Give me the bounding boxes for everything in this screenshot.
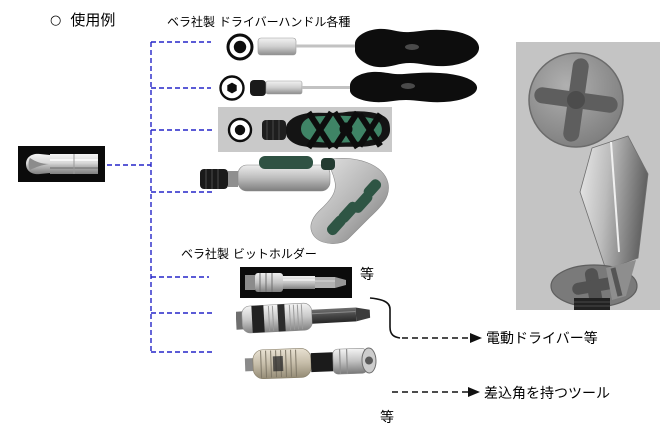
page-title-row: ○ 使用例 — [50, 9, 115, 30]
electric-driver-label: 電動ドライバー等 — [486, 331, 598, 347]
bit-holder-3 — [243, 341, 383, 383]
etc-label-upper: 等 — [360, 267, 374, 283]
hex-socket-icon — [227, 117, 253, 143]
elbow-and-grip — [310, 158, 389, 244]
bit-holder-3-graphic — [244, 347, 377, 380]
hex-socket-icon — [226, 33, 254, 61]
bit-holder-1-graphic — [245, 273, 346, 292]
bit-holders-label: ベラ社製 ビットホルダー — [181, 247, 317, 261]
driver-1-graphic — [226, 28, 480, 68]
phillips-bit-photo — [18, 146, 105, 182]
bit-holder-1 — [240, 267, 352, 298]
arrow-electric-driver — [402, 333, 482, 343]
circle-bullet-icon: ○ — [50, 13, 62, 28]
driver-handles-label: ベラ社製 ドライバーハンドル各種 — [167, 15, 351, 29]
bit-closeup-graphic — [528, 52, 649, 310]
arrowhead-icon — [470, 333, 482, 343]
wera-logo-icon — [405, 44, 419, 50]
stubby-driver-graphic — [227, 110, 390, 150]
arrow-square-drive-tools — [392, 387, 480, 397]
hex-socket-icon — [219, 75, 245, 101]
driver-handle-2 — [218, 70, 482, 104]
wera-logo-icon — [401, 83, 415, 89]
bit-holder-2-graphic — [236, 302, 371, 334]
pistol-driver-graphic — [200, 156, 389, 244]
page-title: 使用例 — [70, 11, 116, 29]
driver-handle-1 — [220, 27, 482, 69]
square-drive-tools-label: 差込角を持つツール — [484, 386, 610, 402]
pistol-grip-driver — [197, 152, 392, 244]
etc-label-bottom: 等 — [380, 410, 394, 426]
driver-handle-3 — [218, 107, 392, 152]
driver-2-graphic — [219, 71, 478, 103]
arrowhead-icon — [468, 387, 480, 397]
bit-holder-2 — [236, 298, 378, 336]
phillips-bit-graphic — [26, 153, 98, 175]
bit-closeup-photo — [516, 42, 660, 310]
